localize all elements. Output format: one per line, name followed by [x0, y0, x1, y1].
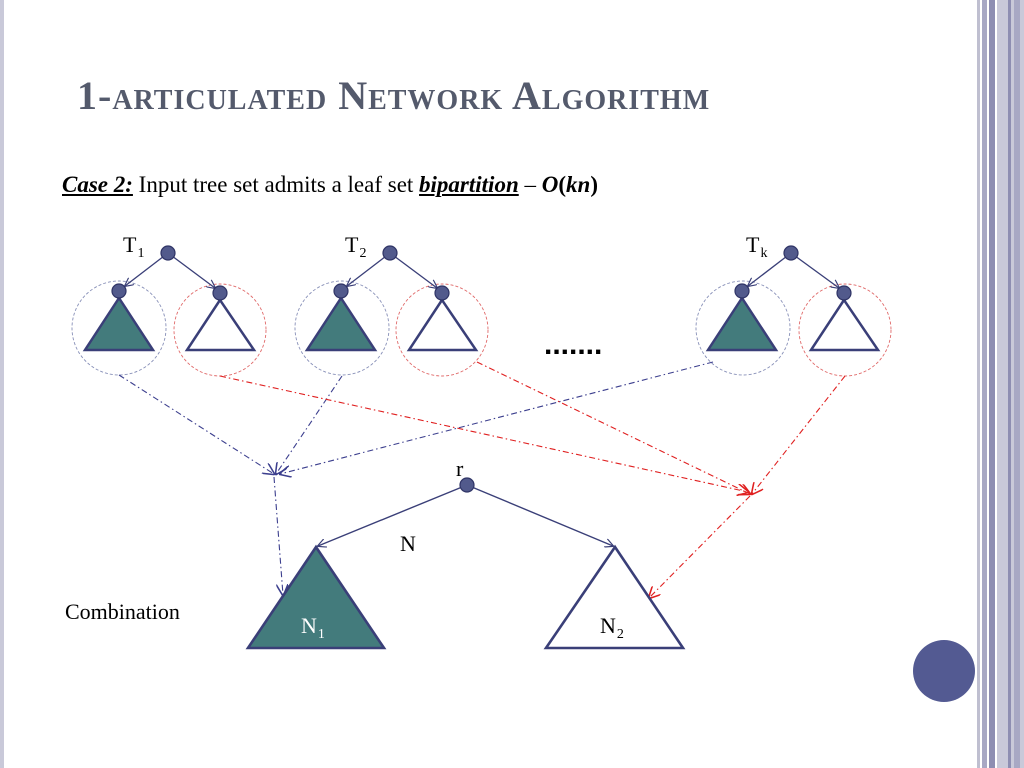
- title-number: 1-: [77, 73, 113, 118]
- teal-subtree-triangle: [304, 295, 378, 352]
- tree-edge: [389, 252, 437, 288]
- case-dash: –: [518, 172, 542, 197]
- teal-subtree-triangle: [82, 295, 156, 352]
- tree-label-tk: Tk: [746, 232, 767, 261]
- left-leaf-set-circle: [695, 280, 791, 376]
- tree-node: [333, 283, 349, 299]
- blue-dashed-arrow: [276, 375, 343, 474]
- tree-node: [836, 285, 852, 301]
- network-edge: [466, 484, 613, 546]
- combination-label: Combination: [65, 599, 180, 624]
- blue-dashed-arrow: [273, 476, 283, 595]
- slide-nav-circle[interactable]: [913, 640, 975, 702]
- root-node: [783, 245, 799, 261]
- red-dashed-arrow: [476, 361, 750, 494]
- tree-node: [212, 285, 228, 301]
- decor-bar-left: [0, 0, 4, 768]
- tree-edge: [167, 252, 215, 288]
- case-label: Case 2:: [62, 172, 133, 197]
- tree-label-t1: T1: [123, 232, 144, 261]
- network-edge: [318, 484, 468, 546]
- tree-edge: [347, 252, 391, 286]
- n2-triangle: [543, 544, 686, 650]
- decor-bar: [989, 0, 995, 768]
- network-label: N: [400, 531, 416, 556]
- red-dashed-arrow: [649, 495, 751, 598]
- tree-edge: [748, 252, 792, 286]
- left-leaf-set-circle: [71, 280, 167, 376]
- title-text: articulated Network Algorithm: [112, 73, 711, 118]
- red-dashed-arrow: [219, 375, 748, 492]
- n2-label: N2: [600, 613, 624, 642]
- red-dashed-arrow: [752, 375, 846, 494]
- root-label: r: [456, 456, 464, 481]
- tree-node: [734, 283, 750, 299]
- root-node: [160, 245, 176, 261]
- input-tree-t2: T2: [294, 232, 489, 377]
- bipartition-keyword: bipartition: [419, 172, 519, 197]
- network-root-node: [459, 477, 475, 493]
- tree-edge: [790, 252, 839, 288]
- left-leaf-set-circle: [294, 280, 390, 376]
- n1-label: N1: [301, 613, 325, 642]
- white-subtree-triangle: [406, 297, 479, 352]
- slide-title: 1-articulated Network Algorithm: [77, 72, 710, 119]
- complexity: O(kn): [541, 172, 599, 197]
- decor-bar: [982, 0, 987, 768]
- n1-triangle: [245, 544, 387, 650]
- decor-bar: [1008, 0, 1011, 768]
- input-tree-tk: Tk: [695, 232, 892, 377]
- blue-dashed-arrow: [118, 374, 274, 474]
- blue-dashed-arrow: [280, 361, 714, 474]
- input-tree-t1: T1: [71, 232, 267, 377]
- blue-mapping-arrows: [118, 361, 714, 595]
- combined-network: r N N1 N2: [245, 456, 686, 650]
- red-mapping-arrows: [219, 361, 846, 598]
- white-subtree-triangle: [808, 297, 881, 352]
- teal-subtree-triangle: [705, 295, 779, 352]
- case-description: Case 2: Input tree set admits a leaf set…: [62, 172, 598, 198]
- tree-edge: [125, 252, 169, 286]
- ellipsis: .......: [544, 328, 602, 361]
- decor-bar: [1014, 0, 1020, 768]
- tree-label-t2: T2: [345, 232, 366, 261]
- decor-bar: [977, 0, 980, 768]
- tree-node: [434, 285, 450, 301]
- root-node: [382, 245, 398, 261]
- white-subtree-triangle: [184, 297, 257, 352]
- tree-node: [111, 283, 127, 299]
- right-leaf-set-circle: [395, 283, 489, 377]
- case-text: Input tree set admits a leaf set: [132, 172, 420, 197]
